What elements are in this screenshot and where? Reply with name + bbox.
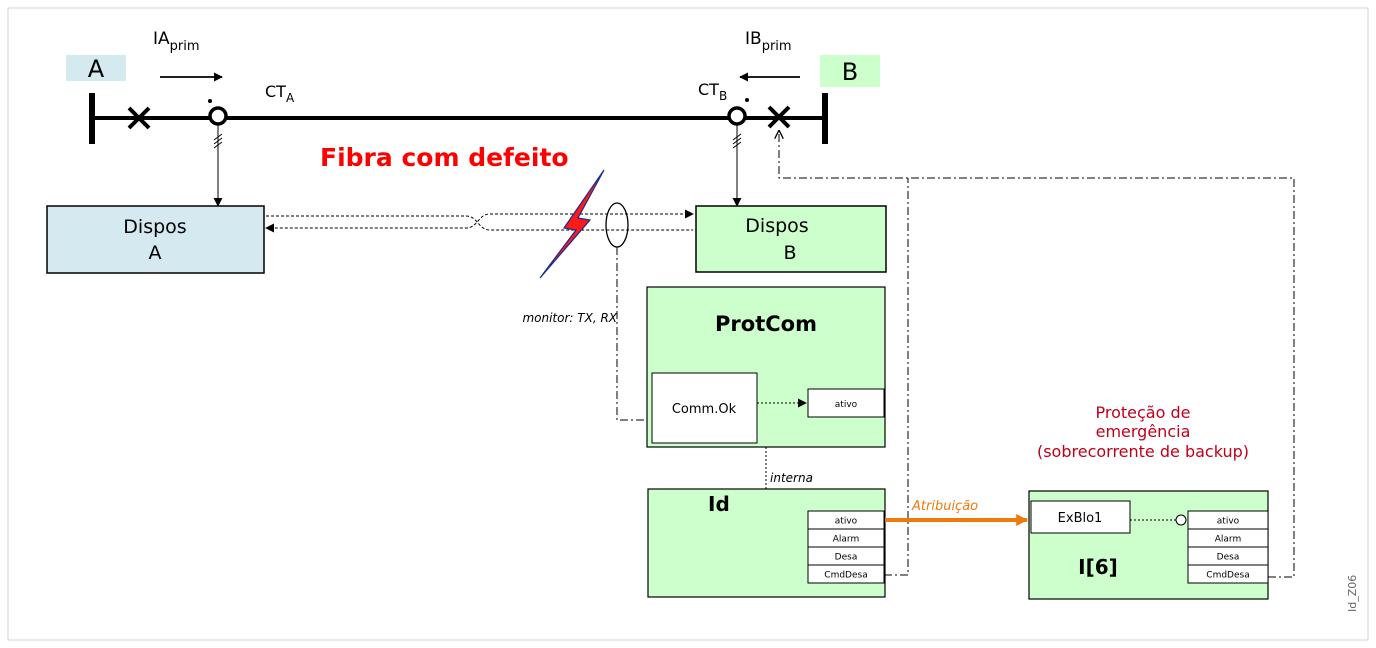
device-b-line2: B	[783, 242, 796, 264]
bus-a-label-box	[66, 55, 126, 81]
protcom-output-box	[807, 388, 885, 418]
backup-output-label: CmdDesa	[1206, 571, 1249, 581]
ct-b-icon	[727, 106, 747, 126]
device-a-line2: A	[149, 242, 162, 264]
ct-a-wire-ticks	[213, 133, 223, 149]
device-a-line1: Dispos	[123, 216, 186, 238]
bus-b-label-box	[820, 55, 880, 87]
backup-output-box	[1187, 564, 1269, 584]
comm-ok-label: Comm.Ok	[672, 402, 737, 417]
fiber-link-upper	[265, 209, 694, 233]
id-trip-wire	[884, 178, 909, 576]
id-output-label: Alarm	[833, 535, 859, 545]
backup-output-label: Desa	[1217, 553, 1240, 563]
monitor-ellipse	[605, 202, 629, 248]
id-output-label: CmdDesa	[824, 571, 867, 581]
id-block-outputs: ativo Alarm Desa CmdDesa	[807, 510, 885, 584]
fiber-link-lower	[266, 215, 693, 231]
id-output-label: ativo	[835, 517, 858, 527]
backup-block-title: I[6]	[1078, 555, 1118, 579]
ct-b-label: CTB	[698, 80, 727, 103]
ct-b-wire-ticks	[732, 133, 742, 149]
id-output-box	[807, 564, 885, 584]
comm-ok-box	[651, 372, 758, 444]
breaker-b-icon	[767, 105, 791, 129]
backup-trip-wire	[779, 131, 1295, 578]
backup-heading-line1: Proteção de	[1096, 403, 1191, 422]
protcom-title: ProtCom	[715, 312, 817, 336]
ct-b-polarity-dot	[745, 98, 749, 102]
figure-id: Id_Z06	[1346, 575, 1359, 612]
fault-lightning-icon	[539, 169, 605, 279]
interna-label: interna	[770, 471, 813, 485]
backup-output-label: ativo	[1217, 517, 1240, 527]
fault-title: Fibra com defeito	[320, 143, 569, 172]
figure-frame	[7, 7, 1369, 641]
backup-heading-line2: emergência	[1096, 422, 1191, 441]
bus-b-label: B	[842, 58, 858, 86]
device-a-box	[46, 205, 265, 274]
monitor-label: monitor: TX, RX	[522, 311, 617, 325]
backup-output-label: Alarm	[1215, 535, 1241, 545]
id-block-title: Id	[708, 492, 730, 516]
id-output-label: Desa	[835, 553, 858, 563]
ct-a-icon	[208, 106, 228, 126]
ct-a-label: CTA	[265, 82, 295, 105]
exblo1-label: ExBlo1	[1058, 511, 1103, 526]
monitor-wire	[616, 247, 651, 421]
assignment-label: Atribuição	[911, 499, 978, 514]
ia-prim-label: IAprim	[153, 29, 200, 54]
block-inverter-icon	[1175, 514, 1187, 526]
device-b-line1: Dispos	[745, 215, 808, 237]
bus-a-label: A	[88, 55, 105, 83]
device-b-box	[695, 205, 887, 273]
exblo1-box	[1030, 500, 1131, 534]
backup-heading-line3: (sobrecorrente de backup)	[1037, 442, 1249, 461]
ct-a-polarity-dot	[208, 99, 212, 103]
protcom-output-label: ativo	[835, 400, 858, 410]
backup-block-outputs: ativo Alarm Desa CmdDesa	[1187, 510, 1269, 584]
breaker-a-icon	[127, 106, 151, 130]
ib-prim-label: IBprim	[745, 29, 792, 54]
